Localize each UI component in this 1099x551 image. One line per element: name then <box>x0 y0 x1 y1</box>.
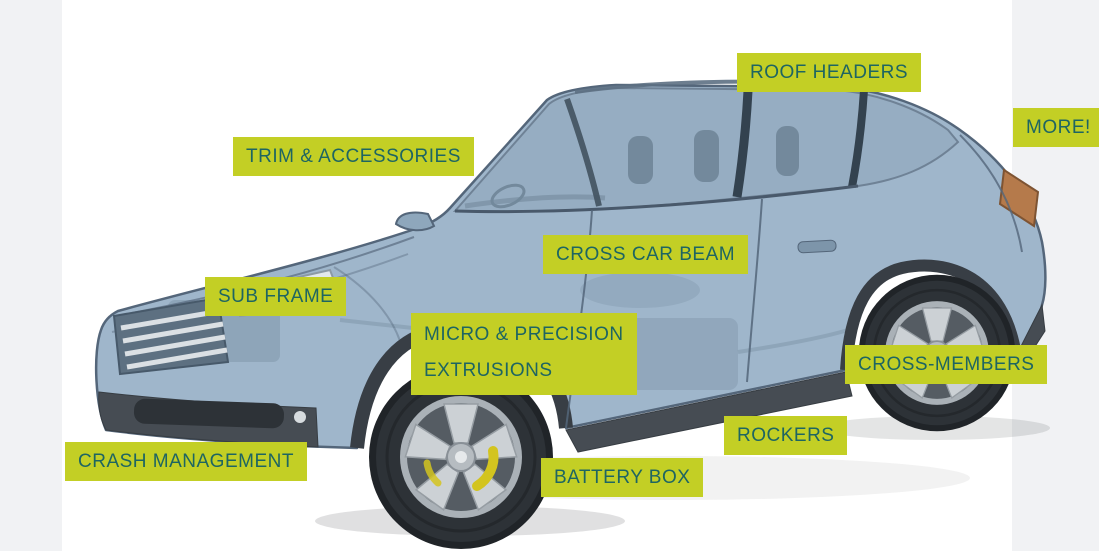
part-label-cross-car-beam[interactable]: CROSS CAR BEAM <box>543 235 749 274</box>
part-label-cross-members[interactable]: CROSS-MEMBERS <box>845 345 1048 384</box>
c-pillar <box>848 89 868 188</box>
part-label-sub-frame[interactable]: SUB FRAME <box>205 277 347 316</box>
windshield-edge <box>564 98 602 207</box>
part-label-trim-accessories[interactable]: TRIM & ACCESSORIES <box>233 137 474 176</box>
part-label-micro-precision-extrusions[interactable]: MICRO & PRECISION EXTRUSIONS <box>411 313 637 395</box>
brake-caliper <box>472 446 499 491</box>
front-wheel <box>367 363 555 551</box>
part-label-battery-box[interactable]: BATTERY BOX <box>541 458 704 497</box>
page-gutter-left <box>0 0 62 551</box>
door-seam-rear <box>746 198 763 383</box>
side-mirror <box>394 211 436 232</box>
part-label-crash-management[interactable]: CRASH MANAGEMENT <box>65 442 307 481</box>
part-label-roof-headers[interactable]: ROOF HEADERS <box>737 53 922 92</box>
grille-bars <box>120 308 228 370</box>
b-pillar <box>732 90 753 198</box>
rear-hatch-seam <box>959 134 1023 253</box>
lower-trim <box>98 303 1046 453</box>
part-label-rockers[interactable]: ROCKERS <box>724 416 848 455</box>
brake-caliper-glint <box>423 459 442 487</box>
part-label-more[interactable]: MORE! <box>1013 108 1099 147</box>
belt-line <box>454 184 859 214</box>
taillight <box>998 168 1040 228</box>
door-handle-rear <box>797 239 837 254</box>
